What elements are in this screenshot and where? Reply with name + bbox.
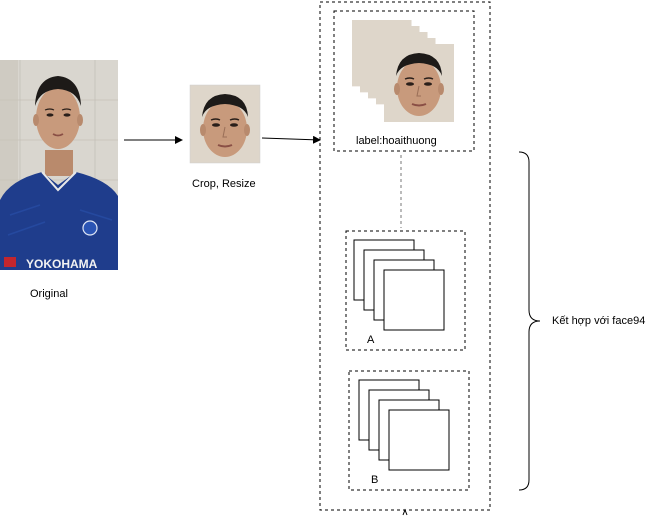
combine-label: Kết hợp với face94	[552, 315, 646, 327]
original-photo: YOKOHAMA	[0, 60, 118, 271]
arrow-crop-to-dataset	[261, 135, 321, 144]
original-label: Original	[30, 288, 68, 300]
crop-resize-label: Crop, Resize	[192, 178, 256, 190]
group-a-stack	[353, 239, 445, 331]
face-image-stack	[351, 19, 455, 123]
group-a-label: A	[367, 334, 375, 346]
bottom-marker	[402, 508, 408, 516]
face-label-text: label:hoaithuong	[356, 135, 437, 147]
group-b-label: B	[371, 474, 379, 486]
group-b-stack	[358, 379, 450, 471]
svg-text:YOKOHAMA: YOKOHAMA	[26, 257, 98, 271]
curly-brace	[518, 151, 541, 491]
group-b-box	[348, 370, 470, 491]
cropped-face-photo	[189, 84, 261, 164]
labeled-face-box	[333, 10, 475, 152]
group-a-box	[345, 230, 466, 351]
